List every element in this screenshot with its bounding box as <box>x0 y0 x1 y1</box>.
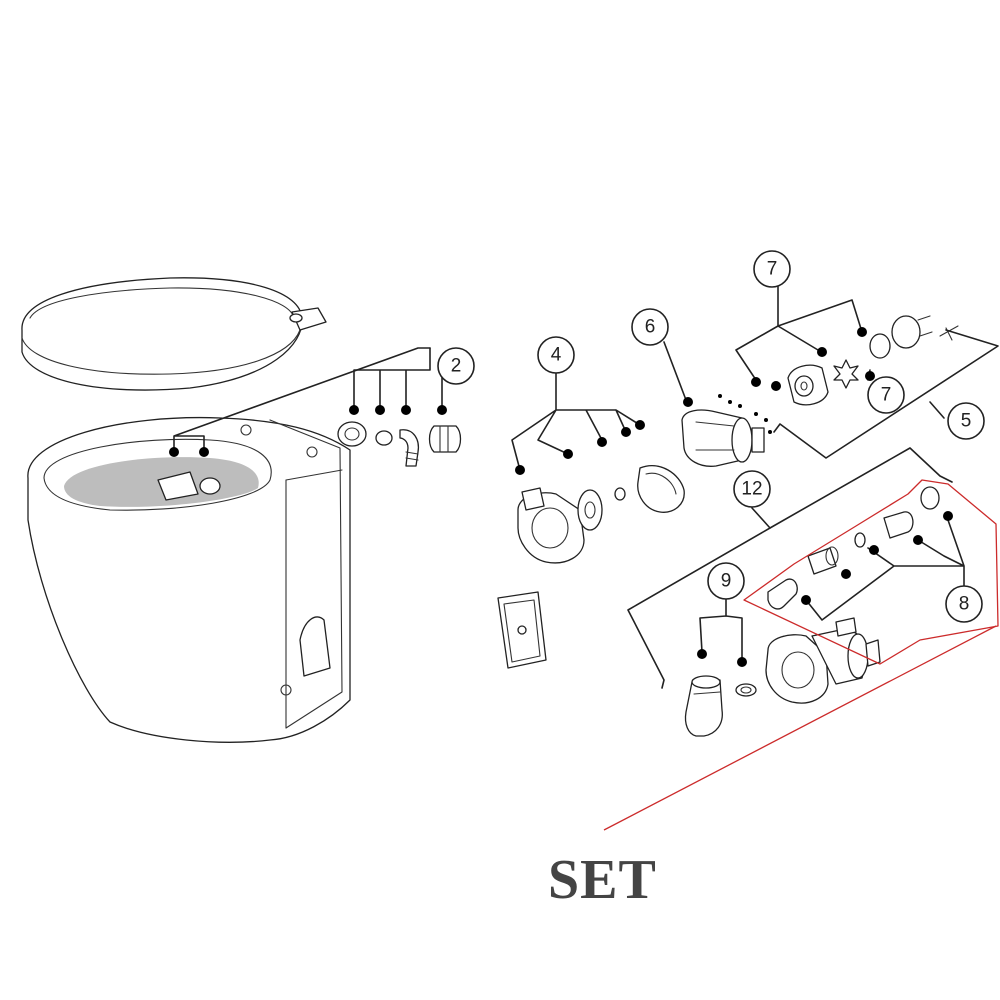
elbow-pipe-9 <box>684 675 757 737</box>
callout-2: 2 <box>437 347 475 385</box>
leader-12 <box>627 447 953 689</box>
callout-7-top: 7 <box>753 250 791 288</box>
gasket-plate <box>497 591 547 669</box>
fittings-8 <box>767 486 940 610</box>
callout-12-label: 12 <box>741 479 762 500</box>
leader-4 <box>511 372 645 475</box>
set-highlight-outline <box>603 479 999 831</box>
callout-4-label: 4 <box>551 345 562 366</box>
callout-7-lower: 7 <box>867 376 905 414</box>
callout-6: 6 <box>631 308 669 346</box>
callout-5-label: 5 <box>961 411 972 432</box>
pump-motor-unit <box>765 617 881 704</box>
callout-7-lower-label: 7 <box>881 385 892 406</box>
impeller-parts-7 <box>787 315 959 406</box>
leader-8 <box>801 511 965 621</box>
callout-5: 5 <box>947 402 985 440</box>
leader-6 <box>663 341 693 407</box>
fitting-parts-2 <box>337 421 462 467</box>
callout-9-label: 9 <box>721 571 732 592</box>
leader-5 <box>773 329 999 459</box>
callout-12: 12 <box>733 470 771 508</box>
leader-9 <box>697 597 747 667</box>
callout-6-label: 6 <box>645 317 656 338</box>
callout-2-label: 2 <box>451 356 462 377</box>
motor-6 <box>681 394 772 467</box>
callout-9: 9 <box>707 562 745 600</box>
pump-housing-4 <box>517 465 685 564</box>
leader-2 <box>169 347 447 457</box>
callout-8: 8 <box>945 585 983 623</box>
callout-8-label: 8 <box>959 594 970 615</box>
leader-7 <box>735 286 875 391</box>
callout-7-top-label: 7 <box>767 259 778 280</box>
callout-4: 4 <box>537 336 575 374</box>
set-label: SET <box>548 849 657 911</box>
toilet-bowl <box>27 416 351 743</box>
toilet-seat-lid <box>21 277 327 391</box>
